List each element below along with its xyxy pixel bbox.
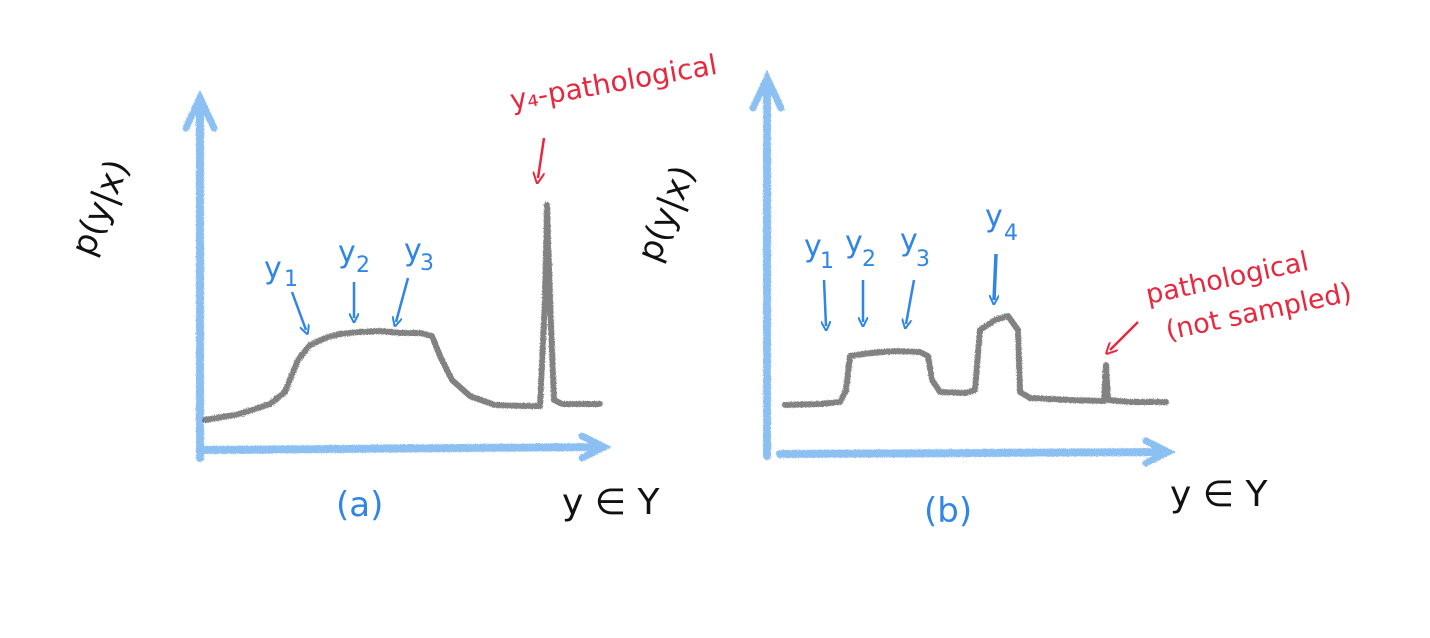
panel-b-x-axis — [776, 448, 1170, 458]
panel-a-point-y3: y 3 — [396, 233, 434, 322]
panel-a-y1-label: y — [264, 251, 282, 286]
panel-b-pathological-arrow — [1110, 321, 1139, 350]
panel-a-y2-label: y — [338, 235, 356, 270]
panel-b-caption: (b) — [924, 491, 972, 531]
panel-b-point-y2: y 2 — [845, 225, 876, 322]
panel-a-y3-label: y — [404, 233, 422, 268]
panel-b-y-axis-arrowhead — [749, 69, 785, 112]
panel-b-y1-arrow — [824, 279, 826, 326]
panel-a-pathological-label: y₄-pathological — [507, 48, 719, 117]
panel-b-point-y3: y 3 — [900, 223, 930, 324]
panel-a-x-axis-arrowhead — [578, 432, 612, 462]
panel-b-xlabel: y ∈ Y — [1170, 474, 1269, 515]
panel-b-axes — [749, 69, 1176, 467]
panel-b-y3-subscript: 3 — [916, 247, 930, 272]
panel-a: p(y|x) y 1 y 2 y 3 y₄-pathological y ∈ Y… — [63, 48, 719, 525]
panel-a-y-axis-arrowhead — [182, 89, 218, 132]
panel-a-xlabel: y ∈ Y — [562, 482, 661, 523]
panel-a-caption: (a) — [336, 485, 383, 525]
panel-a-x-axis — [198, 443, 606, 454]
panel-b-ylabel: p(y|x) — [629, 160, 703, 268]
panel-a-pathological-arrow — [538, 137, 546, 178]
panel-a-y1-subscript: 1 — [284, 267, 298, 292]
panel-b-y1-label: y — [804, 229, 822, 264]
panel-a-y3-subscript: 3 — [420, 251, 434, 276]
panel-a-y1-arrow — [290, 291, 306, 330]
panel-b-y4-arrow — [994, 253, 996, 300]
panel-b-point-y4: y 4 — [985, 199, 1018, 300]
panel-b-point-y1: y 1 — [804, 229, 834, 326]
panel-a-density-curve — [202, 202, 603, 423]
panel-a-axes — [182, 89, 612, 462]
panel-a-y3-arrow — [396, 277, 410, 322]
panel-a-point-y1: y 1 — [264, 251, 306, 330]
panel-b-y3-label: y — [900, 223, 918, 258]
panel-b-y4-subscript: 4 — [1004, 221, 1018, 246]
panel-b-x-axis-arrowhead — [1142, 437, 1176, 467]
panel-b-y4-label: y — [985, 199, 1003, 234]
panel-a-point-y2: y 2 — [338, 235, 370, 318]
panel-b-y2-subscript: 2 — [862, 247, 876, 272]
panel-b-y2-label: y — [845, 225, 863, 260]
panel-b-y3-arrow — [906, 279, 916, 324]
panel-b: p(y|x) y 1 y 2 y 3 y 4 pathological (not… — [629, 69, 1354, 531]
panel-b-density-curve — [782, 313, 1169, 408]
panel-a-y2-subscript: 2 — [356, 253, 370, 278]
panel-b-pathological: pathological (not sampled) — [1110, 246, 1354, 350]
panel-b-y1-subscript: 1 — [820, 249, 834, 274]
panel-a-pathological: y₄-pathological — [507, 48, 720, 178]
panel-a-ylabel: p(y|x) — [63, 154, 137, 262]
